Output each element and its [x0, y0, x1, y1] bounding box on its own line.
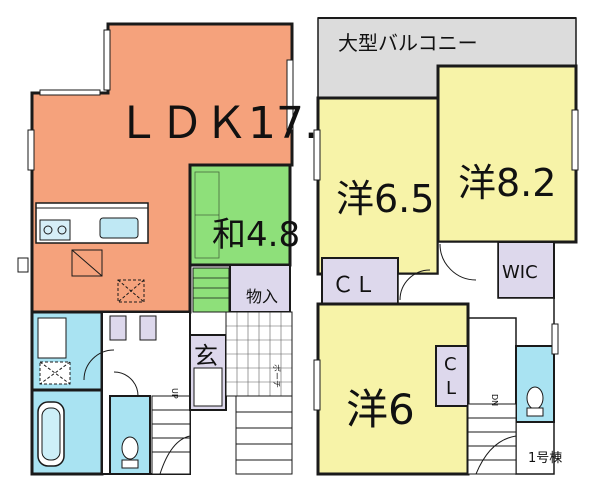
genkan-label: 玄 — [194, 342, 218, 370]
western-room-6-5 — [316, 96, 440, 276]
sink-icon — [99, 217, 139, 239]
western-room-8-2 — [436, 64, 578, 244]
ldk-label: ＬＤＫ17.1 — [116, 98, 346, 149]
western-8-2-label: 洋8.2 — [458, 161, 556, 205]
western-6-label: 洋6 — [346, 385, 415, 434]
wic-label: WIC — [502, 262, 538, 283]
toilet-2f — [515, 345, 555, 423]
balcony-label: 大型バルコニー — [338, 31, 478, 55]
stairs-2f — [467, 403, 517, 475]
stairs-up-label: UP — [170, 388, 179, 399]
closet-6-label-top: C — [444, 354, 457, 375]
stove-icon — [39, 219, 71, 241]
storage-label: 物入 — [246, 287, 278, 306]
building-label: 1号棟 — [528, 451, 562, 466]
porch — [225, 311, 293, 397]
stairs-1f — [151, 395, 191, 475]
second-floor: DN 大型バルコニー 洋6.5 洋8.2 洋6 ＣＬ C L WIC 1号棟 — [313, 17, 579, 476]
closet-6 — [435, 345, 469, 407]
first-floor: UP — [17, 22, 346, 476]
porch-label: ポーチ — [272, 364, 281, 388]
storage-closet — [229, 264, 291, 313]
western-6-5-label: 洋6.5 — [336, 177, 434, 221]
ldk-windows — [27, 29, 294, 171]
washitsu-label: 和4.8 — [212, 215, 300, 255]
pantry-space — [117, 279, 145, 303]
toilet-icon — [121, 436, 139, 460]
fridge-space — [71, 249, 103, 277]
closet-6-5 — [321, 257, 399, 305]
closet-6-label-bottom: L — [446, 378, 456, 399]
stairs-dn-label: DN — [490, 394, 499, 406]
porch-steps — [235, 395, 293, 475]
second-floor-windows — [313, 109, 579, 411]
closet-6-5-label: ＣＬ — [332, 273, 376, 298]
